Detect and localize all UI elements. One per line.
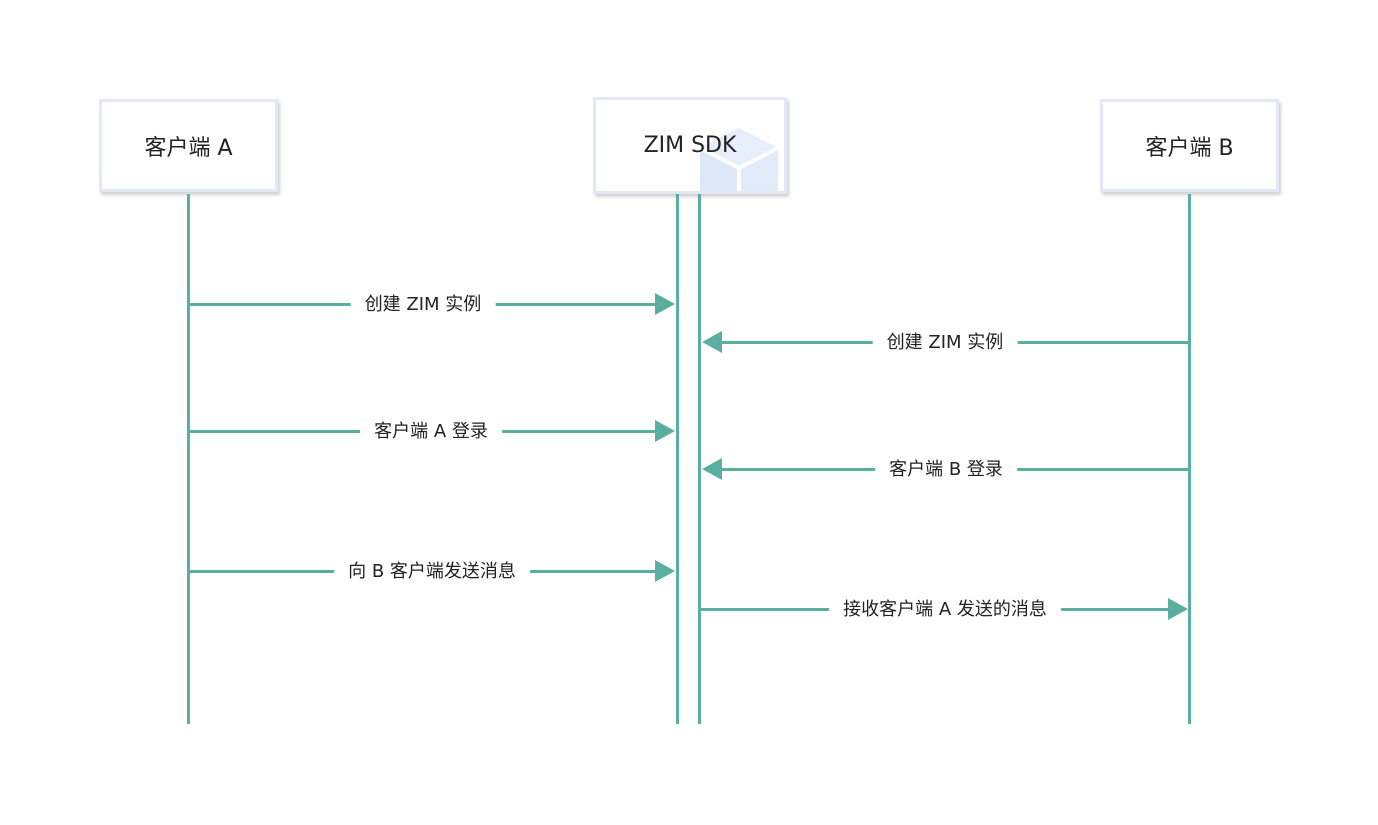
participant-client-b-label: 客户端 B [1145, 135, 1234, 161]
message-label: 客户端 A 登录 [360, 420, 502, 444]
message-label: 接收客户端 A 发送的消息 [829, 598, 1061, 622]
lifeline-sdk-right [698, 194, 701, 724]
arrowhead-right-icon [655, 420, 675, 442]
participant-client-a: 客户端 A [99, 99, 278, 192]
arrowhead-left-icon [702, 331, 722, 353]
message-label: 创建 ZIM 实例 [872, 331, 1018, 355]
message-label: 创建 ZIM 实例 [350, 293, 496, 317]
cube-icon [699, 128, 779, 191]
lifeline-client-b [1188, 194, 1191, 724]
arrowhead-right-icon [1168, 598, 1188, 620]
participant-client-a-label: 客户端 A [144, 135, 233, 161]
message-label: 向 B 客户端发送消息 [334, 560, 530, 584]
arrowhead-left-icon [702, 458, 722, 480]
message-label: 客户端 B 登录 [875, 458, 1017, 482]
arrowhead-right-icon [655, 293, 675, 315]
participant-client-b: 客户端 B [1100, 99, 1279, 192]
participant-zim-sdk-label: ZIM SDK [643, 133, 737, 158]
participant-zim-sdk: ZIM SDK [593, 97, 787, 194]
arrowhead-right-icon [655, 560, 675, 582]
lifeline-sdk-left [676, 194, 679, 724]
lifeline-client-a [187, 194, 190, 724]
